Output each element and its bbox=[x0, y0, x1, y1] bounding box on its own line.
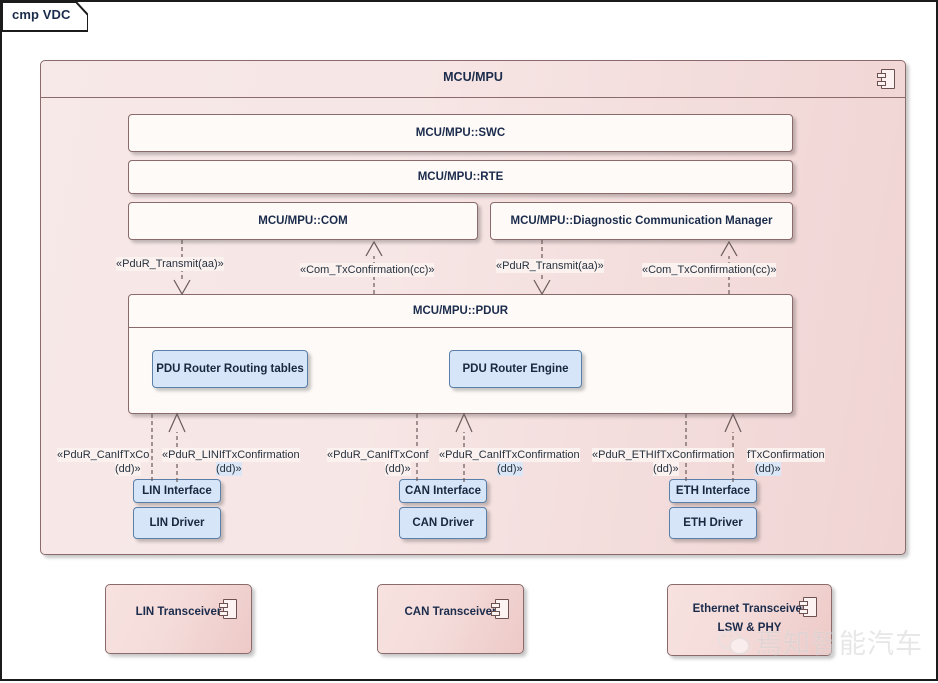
layer-swc-label: MCU/MPU::SWC bbox=[415, 127, 506, 139]
stereotype-eth-left-line1: «PduR_ETHIfTxConfirmation bbox=[592, 448, 735, 462]
lin-interface[interactable]: LIN Interface bbox=[133, 479, 221, 503]
layer-dcm[interactable]: MCU/MPU::Diagnostic Communication Manage… bbox=[490, 202, 793, 240]
stereotype-dcm-transmit: «PduR_Transmit(aa)» bbox=[496, 259, 604, 273]
can-driver[interactable]: CAN Driver bbox=[399, 507, 487, 539]
stereotype-lin-right-line2: (dd)» bbox=[216, 462, 242, 476]
can-transceiver[interactable]: CAN Transceiver bbox=[377, 584, 524, 654]
pdu-router-engine[interactable]: PDU Router Engine bbox=[449, 350, 582, 388]
stereotype-can-right-line2: (dd)» bbox=[497, 462, 523, 476]
pdu-router-routing-tables[interactable]: PDU Router Routing tables bbox=[152, 350, 308, 388]
lin-transceiver[interactable]: LIN Transceiver bbox=[105, 584, 252, 654]
component-icon bbox=[491, 599, 509, 619]
eth-interface-label: ETH Interface bbox=[675, 485, 751, 497]
stereotype-can-left-line2: (dd)» bbox=[385, 462, 411, 476]
frame-tab-shape bbox=[2, 2, 88, 32]
stereotype-dcm-txconfirmation: «Com_TxConfirmation(cc)» bbox=[642, 263, 777, 277]
stereotype-lin-left-line2: (dd)» bbox=[115, 462, 141, 476]
stereotype-com-transmit: «PduR_Transmit(aa)» bbox=[116, 257, 224, 271]
mcu-title-label: MCU/MPU bbox=[443, 70, 503, 84]
eth-driver[interactable]: ETH Driver bbox=[669, 507, 757, 539]
ethernet-transceiver-label: Ethernet Transceiver bbox=[692, 603, 807, 615]
layer-com-label: MCU/MPU::COM bbox=[258, 215, 348, 227]
mcu-title-divider bbox=[41, 97, 905, 98]
can-transceiver-label: CAN Transceiver bbox=[404, 606, 497, 618]
layer-pdur-label: MCU/MPU::PDUR bbox=[412, 305, 509, 317]
component-icon bbox=[877, 69, 895, 89]
component-icon bbox=[219, 599, 237, 619]
ethernet-transceiver[interactable]: Ethernet Transceiver LSW & PHY bbox=[667, 584, 832, 656]
eth-interface[interactable]: ETH Interface bbox=[669, 479, 757, 503]
layer-dcm-label: MCU/MPU::Diagnostic Communication Manage… bbox=[510, 215, 773, 227]
stereotype-com-txconfirmation: «Com_TxConfirmation(cc)» bbox=[300, 263, 435, 277]
can-interface-label: CAN Interface bbox=[404, 485, 482, 497]
lin-transceiver-label: LIN Transceiver bbox=[135, 606, 222, 618]
layer-rte-label: MCU/MPU::RTE bbox=[417, 171, 504, 183]
stereotype-can-right-line1: «PduR_CanIfTxConfirmation bbox=[439, 448, 580, 462]
can-interface[interactable]: CAN Interface bbox=[399, 479, 487, 503]
pdu-router-engine-label: PDU Router Engine bbox=[462, 363, 569, 375]
stereotype-can-left-line1: «PduR_CanIfTxConf bbox=[327, 448, 429, 462]
stereotype-lin-right-line1: «PduR_LINIfTxConfirmation bbox=[162, 448, 300, 462]
stereotype-eth-right-line1: fTxConfirmation bbox=[747, 448, 825, 462]
can-driver-label: CAN Driver bbox=[412, 517, 474, 529]
stereotype-lin-left-line1: «PduR_CanIfTxCo bbox=[57, 448, 150, 462]
layer-rte[interactable]: MCU/MPU::RTE bbox=[128, 160, 793, 194]
frame-title-tab: cmp VDC bbox=[2, 2, 88, 32]
stereotype-eth-right-line2: (dd)» bbox=[755, 462, 781, 476]
layer-swc[interactable]: MCU/MPU::SWC bbox=[128, 114, 793, 152]
lin-driver-label: LIN Driver bbox=[149, 517, 205, 529]
layer-com[interactable]: MCU/MPU::COM bbox=[128, 202, 478, 240]
pdur-title-divider bbox=[129, 327, 792, 328]
eth-driver-label: ETH Driver bbox=[683, 517, 743, 529]
lin-interface-label: LIN Interface bbox=[142, 485, 212, 497]
component-icon bbox=[799, 597, 817, 617]
pdu-router-routing-tables-label: PDU Router Routing tables bbox=[156, 363, 304, 375]
ethernet-transceiver-sublabel: LSW & PHY bbox=[717, 622, 782, 634]
lin-driver[interactable]: LIN Driver bbox=[133, 507, 221, 539]
frame-title-label: cmp VDC bbox=[12, 7, 71, 22]
stereotype-eth-left-line2: (dd)» bbox=[653, 462, 679, 476]
